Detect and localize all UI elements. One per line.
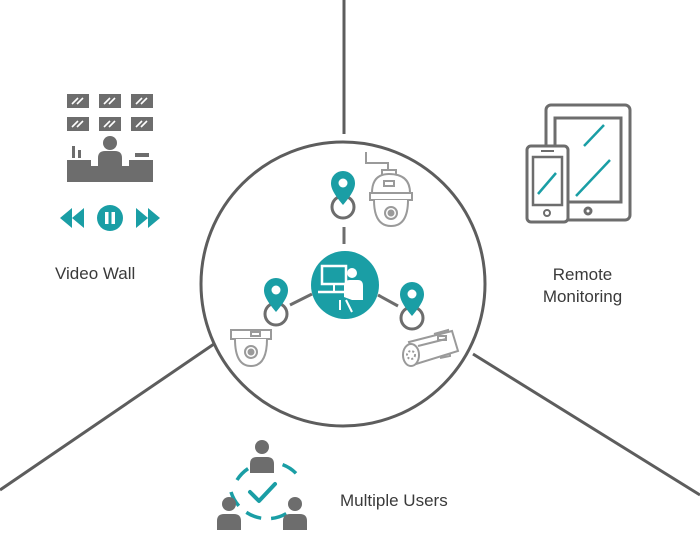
location-pin-top: [330, 171, 356, 220]
video-wall-label: Video Wall: [55, 264, 136, 283]
multiple-users-label: Multiple Users: [340, 491, 448, 510]
remote-monitoring-label-line1: Remote: [552, 265, 613, 284]
bullet-camera-icon: [402, 328, 460, 367]
phone-icon: [525, 144, 570, 224]
playback-controls-icon: [60, 205, 160, 231]
remote-monitoring-label-line2: Monitoring: [542, 287, 623, 306]
divider-left: [0, 342, 215, 492]
divider-lines: [0, 0, 700, 497]
location-pin-left: [263, 278, 289, 327]
divider-right: [472, 352, 700, 497]
operator-station-icon: [311, 251, 379, 319]
video-wall-icon: [67, 94, 153, 182]
dome-camera-icon: [230, 329, 272, 368]
ptz-camera-icon: [365, 152, 413, 228]
hub-connectors: [289, 227, 399, 308]
location-pin-right: [399, 282, 425, 331]
users-network-icon: [217, 440, 307, 530]
remote-monitoring-label: Remote Monitoring: [520, 264, 645, 308]
